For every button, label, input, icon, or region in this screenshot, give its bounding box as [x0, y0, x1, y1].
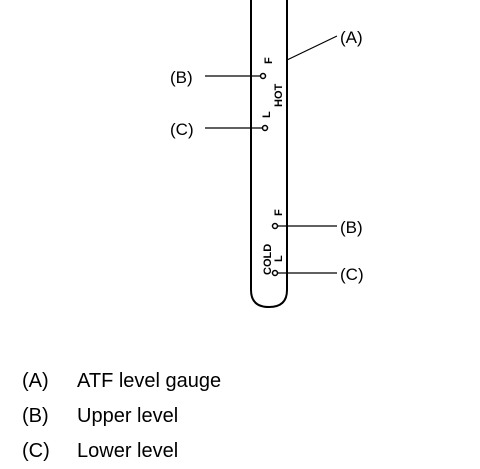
cold-full-mark: F — [273, 209, 285, 216]
legend: (A) ATF level gauge (B) Upper level (C) … — [22, 364, 322, 469]
legend-text: Lower level — [77, 440, 179, 462]
hot-label: HOT — [273, 84, 285, 108]
legend-key: (C) — [22, 440, 50, 462]
gauge-outline — [250, 0, 288, 309]
legend-key: (B) — [22, 405, 49, 427]
cold-lower-dot — [271, 269, 279, 277]
legend-key: (A) — [22, 370, 49, 392]
callout-c-hot: (C) — [170, 120, 194, 139]
legend-item: (B) Upper level — [22, 399, 322, 434]
legend-text: Upper level — [77, 405, 179, 427]
leader-a — [286, 35, 338, 61]
hot-lower-dot — [261, 124, 269, 132]
callout-c-cold: (C) — [340, 265, 364, 284]
callout-a: (A) — [340, 28, 363, 47]
legend-item: (C) Lower level — [22, 434, 322, 469]
legend-item: (A) ATF level gauge — [22, 364, 322, 399]
hot-upper-dot — [259, 72, 267, 80]
hot-low-mark: L — [261, 111, 273, 118]
callout-b-cold: (B) — [340, 218, 363, 237]
cold-low-mark: L — [273, 255, 285, 262]
cold-label: COLD — [262, 244, 274, 275]
callout-b-hot: (B) — [170, 68, 193, 87]
hot-full-mark: F — [263, 57, 275, 64]
legend-text: ATF level gauge — [77, 370, 222, 392]
cold-upper-dot — [271, 222, 279, 230]
